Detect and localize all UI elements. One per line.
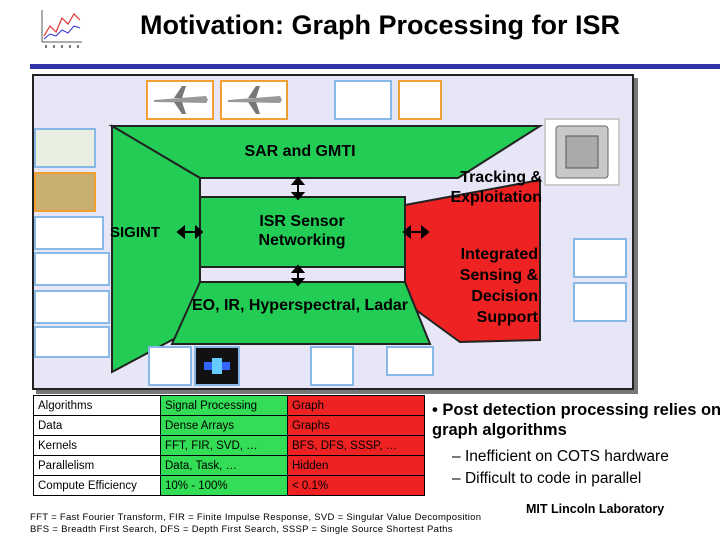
table-cell: Parallelism <box>34 456 161 476</box>
bullet-sub-2: – Difficult to code in parallel <box>452 468 720 490</box>
table-cell: Data <box>34 416 161 436</box>
sensor-networking-label: ISR Sensor Networking <box>232 212 372 250</box>
table-row: Algorithms Signal Processing Graph <box>34 396 425 416</box>
table-cell: Signal Processing <box>161 396 288 416</box>
table-cell: Graph <box>288 396 425 416</box>
right-image-1 <box>573 238 627 278</box>
bullet-sub-2-text: Difficult to code in parallel <box>465 470 641 487</box>
plot-image-4 <box>34 326 110 358</box>
table-row: Parallelism Data, Task, … Hidden <box>34 456 425 476</box>
image-slot-3 <box>334 80 392 120</box>
bottom-image-4 <box>386 346 434 376</box>
bullet-main: • Post detection processing relies on gr… <box>432 400 720 440</box>
image-slot-4 <box>398 80 442 120</box>
organization-label: MIT Lincoln Laboratory <box>526 502 664 516</box>
bottom-image-3 <box>310 346 354 386</box>
plot-image-2 <box>34 252 110 286</box>
uav-image-1 <box>146 80 214 120</box>
bullet-sub-1: – Inefficient on COTS hardware <box>452 446 720 468</box>
table-cell: Graphs <box>288 416 425 436</box>
tracking-label: Tracking & Exploitation <box>430 168 542 208</box>
map-image-1 <box>34 128 96 168</box>
bottom-image-1 <box>148 346 192 386</box>
bullet-main-text: Post detection processing relies on grap… <box>432 401 720 439</box>
sigint-label: SIGINT <box>110 224 182 241</box>
table-cell: Dense Arrays <box>161 416 288 436</box>
table-cell: FFT, FIR, SVD, … <box>161 436 288 456</box>
table-cell: < 0.1% <box>288 476 425 496</box>
eo-label: EO, IR, Hyperspectral, Ladar <box>190 296 410 316</box>
table-row: Kernels FFT, FIR, SVD, … BFS, DFS, SSSP,… <box>34 436 425 456</box>
algorithm-comparison-table: Algorithms Signal Processing Graph Data … <box>33 395 425 496</box>
uav-image-2 <box>220 80 288 120</box>
table-cell: Kernels <box>34 436 161 456</box>
footnote-line-2: BFS = Breadth First Search, DFS = Depth … <box>30 524 520 536</box>
bullet-sub-1-text: Inefficient on COTS hardware <box>465 448 669 465</box>
map-image-2 <box>34 172 96 212</box>
table-row: Data Dense Arrays Graphs <box>34 416 425 436</box>
spectrum-image <box>194 346 240 386</box>
bullet-list: • Post detection processing relies on gr… <box>432 400 720 490</box>
table-cell: BFS, DFS, SSSP, … <box>288 436 425 456</box>
sar-label: SAR and GMTI <box>200 143 400 161</box>
table-cell: 10% - 100% <box>161 476 288 496</box>
plot-image-3 <box>34 290 110 324</box>
table-cell: Data, Task, … <box>161 456 288 476</box>
table-cell: Compute Efficiency <box>34 476 161 496</box>
footnote-line-1: FFT = Fast Fourier Transform, FIR = Fini… <box>30 512 520 524</box>
plot-image-1 <box>34 216 104 250</box>
footnote: FFT = Fast Fourier Transform, FIR = Fini… <box>30 512 520 536</box>
cpu-chip-image <box>544 118 620 186</box>
table-row: Compute Efficiency 10% - 100% < 0.1% <box>34 476 425 496</box>
right-image-2 <box>573 282 627 322</box>
table-cell: Hidden <box>288 456 425 476</box>
integrated-label: Integrated Sensing & Decision Support <box>434 244 538 328</box>
bullet-icon: • <box>432 401 438 419</box>
table-cell: Algorithms <box>34 396 161 416</box>
